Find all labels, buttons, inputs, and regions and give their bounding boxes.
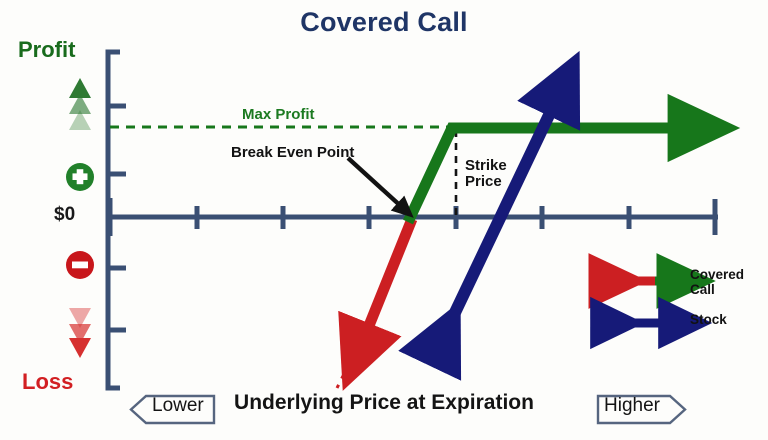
x-axis-lower-label: Lower xyxy=(152,395,204,416)
profit-up-arrows-icon xyxy=(69,78,91,130)
higher-chevron-box xyxy=(596,394,687,425)
break-even-callout-arrow xyxy=(346,156,414,218)
legend-label-stock: Stock xyxy=(690,312,727,327)
covered-call-red-segment xyxy=(338,216,418,391)
chart-legend: Covered Call Stock xyxy=(592,262,768,346)
series-covered-call xyxy=(335,93,741,391)
lower-chevron-box xyxy=(129,394,216,425)
minus-circle-icon xyxy=(66,251,94,279)
series-stock xyxy=(398,50,581,381)
legend-label-covered-call: Covered Call xyxy=(690,267,745,298)
covered-call-red-dashed-extension xyxy=(335,357,354,389)
max-profit-annotation: Max Profit xyxy=(242,106,315,123)
break-even-annotation: Break Even Point xyxy=(231,144,355,161)
page-title: Covered Call xyxy=(300,7,468,37)
y-axis-zero-label: $0 xyxy=(54,204,76,225)
y-axis-bottom-label: Loss xyxy=(22,369,74,394)
y-axis-top-label: Profit xyxy=(18,37,76,62)
x-axis-higher-label: Higher xyxy=(604,395,660,416)
covered-call-green-segment xyxy=(403,93,741,225)
strike-price-annotation: Strike Price xyxy=(465,157,507,191)
loss-down-arrows-icon xyxy=(69,308,91,358)
x-axis-title: Underlying Price at Expiration xyxy=(234,391,534,414)
plus-circle-icon xyxy=(66,163,94,191)
